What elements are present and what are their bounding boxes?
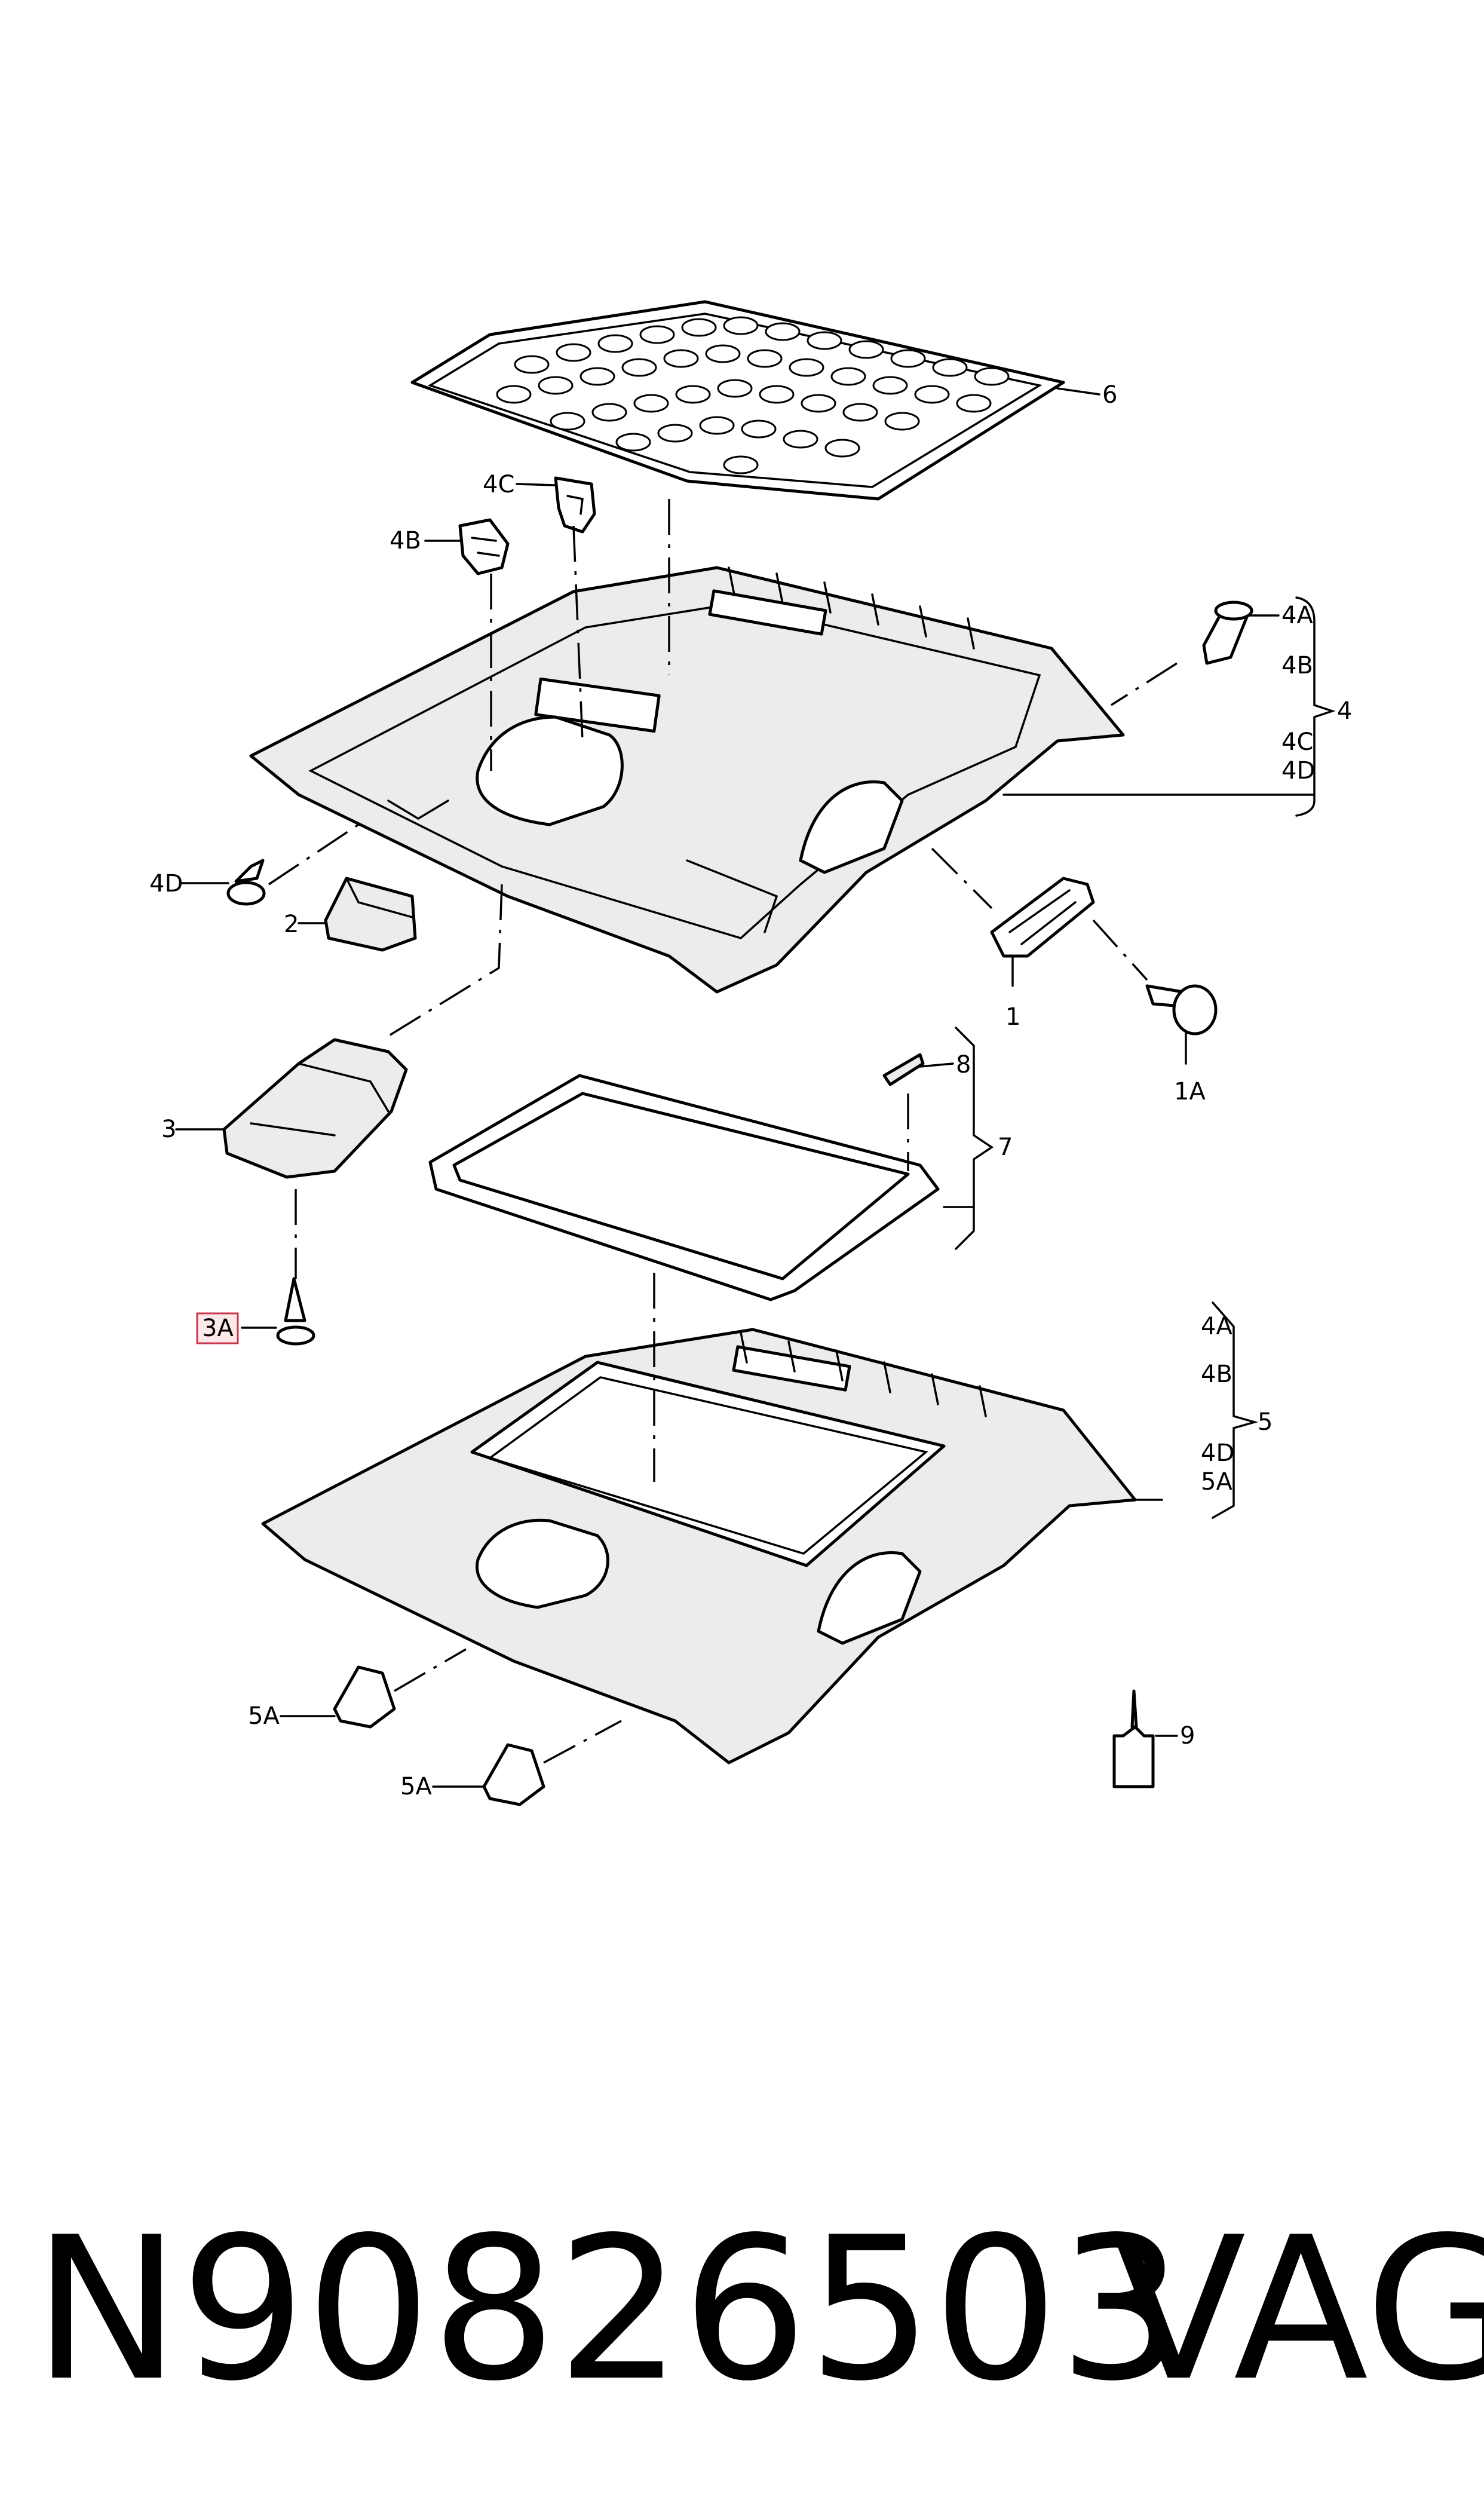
callout-2: 2 bbox=[284, 911, 299, 938]
callout-labels: 6 4C 4B 4A 4B 4 4C 4D 4D 2 1 1A 8 3 7 3A… bbox=[149, 381, 1352, 1800]
clip-part-5A-right bbox=[482, 1743, 545, 1806]
seal-part-7 bbox=[428, 1074, 940, 1301]
clip-part-4B bbox=[458, 518, 510, 575]
callout-7: 7 bbox=[998, 1134, 1013, 1161]
part-number-caption: N90826503 bbox=[33, 2195, 1184, 2424]
cover-part-2 bbox=[324, 877, 417, 952]
screw-part-3A bbox=[276, 1277, 315, 1346]
callout-4D: 4D bbox=[1281, 757, 1315, 785]
clip-part-4C bbox=[554, 476, 596, 534]
screw-part-4D bbox=[226, 859, 266, 906]
insulation-mat-part-6 bbox=[410, 300, 1065, 501]
callout-5A-left: 5A bbox=[248, 1702, 280, 1730]
callout-4C: 4C bbox=[1281, 728, 1313, 756]
callout-1: 1 bbox=[1005, 1003, 1020, 1031]
plug-part-4A bbox=[1202, 601, 1253, 665]
callout-5-5A: 5A bbox=[1201, 1468, 1232, 1496]
callout-4B: 4B bbox=[1281, 652, 1313, 679]
headliner-exploded-diagram: 6 4C 4B 4A 4B 4 4C 4D 4D 2 1 1A 8 3 7 3A… bbox=[149, 300, 1352, 1806]
callout-8: 8 bbox=[956, 1051, 971, 1079]
headliner-part-4 bbox=[249, 566, 1125, 994]
callout-4C-top: 4C bbox=[483, 471, 514, 498]
callout-5: 5 bbox=[1258, 1408, 1273, 1436]
callout-5-4A: 4A bbox=[1201, 1313, 1232, 1340]
clip-part-5A-left bbox=[333, 1665, 396, 1729]
callout-5-4D: 4D bbox=[1201, 1439, 1234, 1467]
callout-4: 4 bbox=[1337, 697, 1352, 725]
callout-1A: 1A bbox=[1174, 1078, 1206, 1105]
screw-part-1A bbox=[1145, 984, 1218, 1036]
callout-4A: 4A bbox=[1281, 602, 1313, 629]
assembly-lines bbox=[268, 499, 1178, 1764]
callout-4D-left: 4D bbox=[149, 870, 183, 897]
callout-5-4B: 4B bbox=[1201, 1361, 1232, 1388]
callout-5A-right: 5A bbox=[400, 1773, 432, 1800]
adhesive-bottle-part-9 bbox=[1112, 1689, 1155, 1788]
headliner-part-5 bbox=[261, 1328, 1137, 1765]
callout-leaders bbox=[175, 387, 1336, 1788]
console-part-3 bbox=[222, 1038, 408, 1179]
callout-3: 3 bbox=[161, 1116, 176, 1143]
callout-6: 6 bbox=[1102, 381, 1117, 409]
brand-caption: VAG bbox=[1111, 2195, 1484, 2424]
callout-3A: 3A bbox=[202, 1315, 234, 1342]
highlight-box-3A bbox=[196, 1312, 239, 1344]
callout-9: 9 bbox=[1180, 1722, 1195, 1750]
bracket-part-1 bbox=[990, 877, 1095, 958]
callout-4B-top: 4B bbox=[390, 527, 421, 555]
strip-part-8 bbox=[882, 1053, 925, 1086]
